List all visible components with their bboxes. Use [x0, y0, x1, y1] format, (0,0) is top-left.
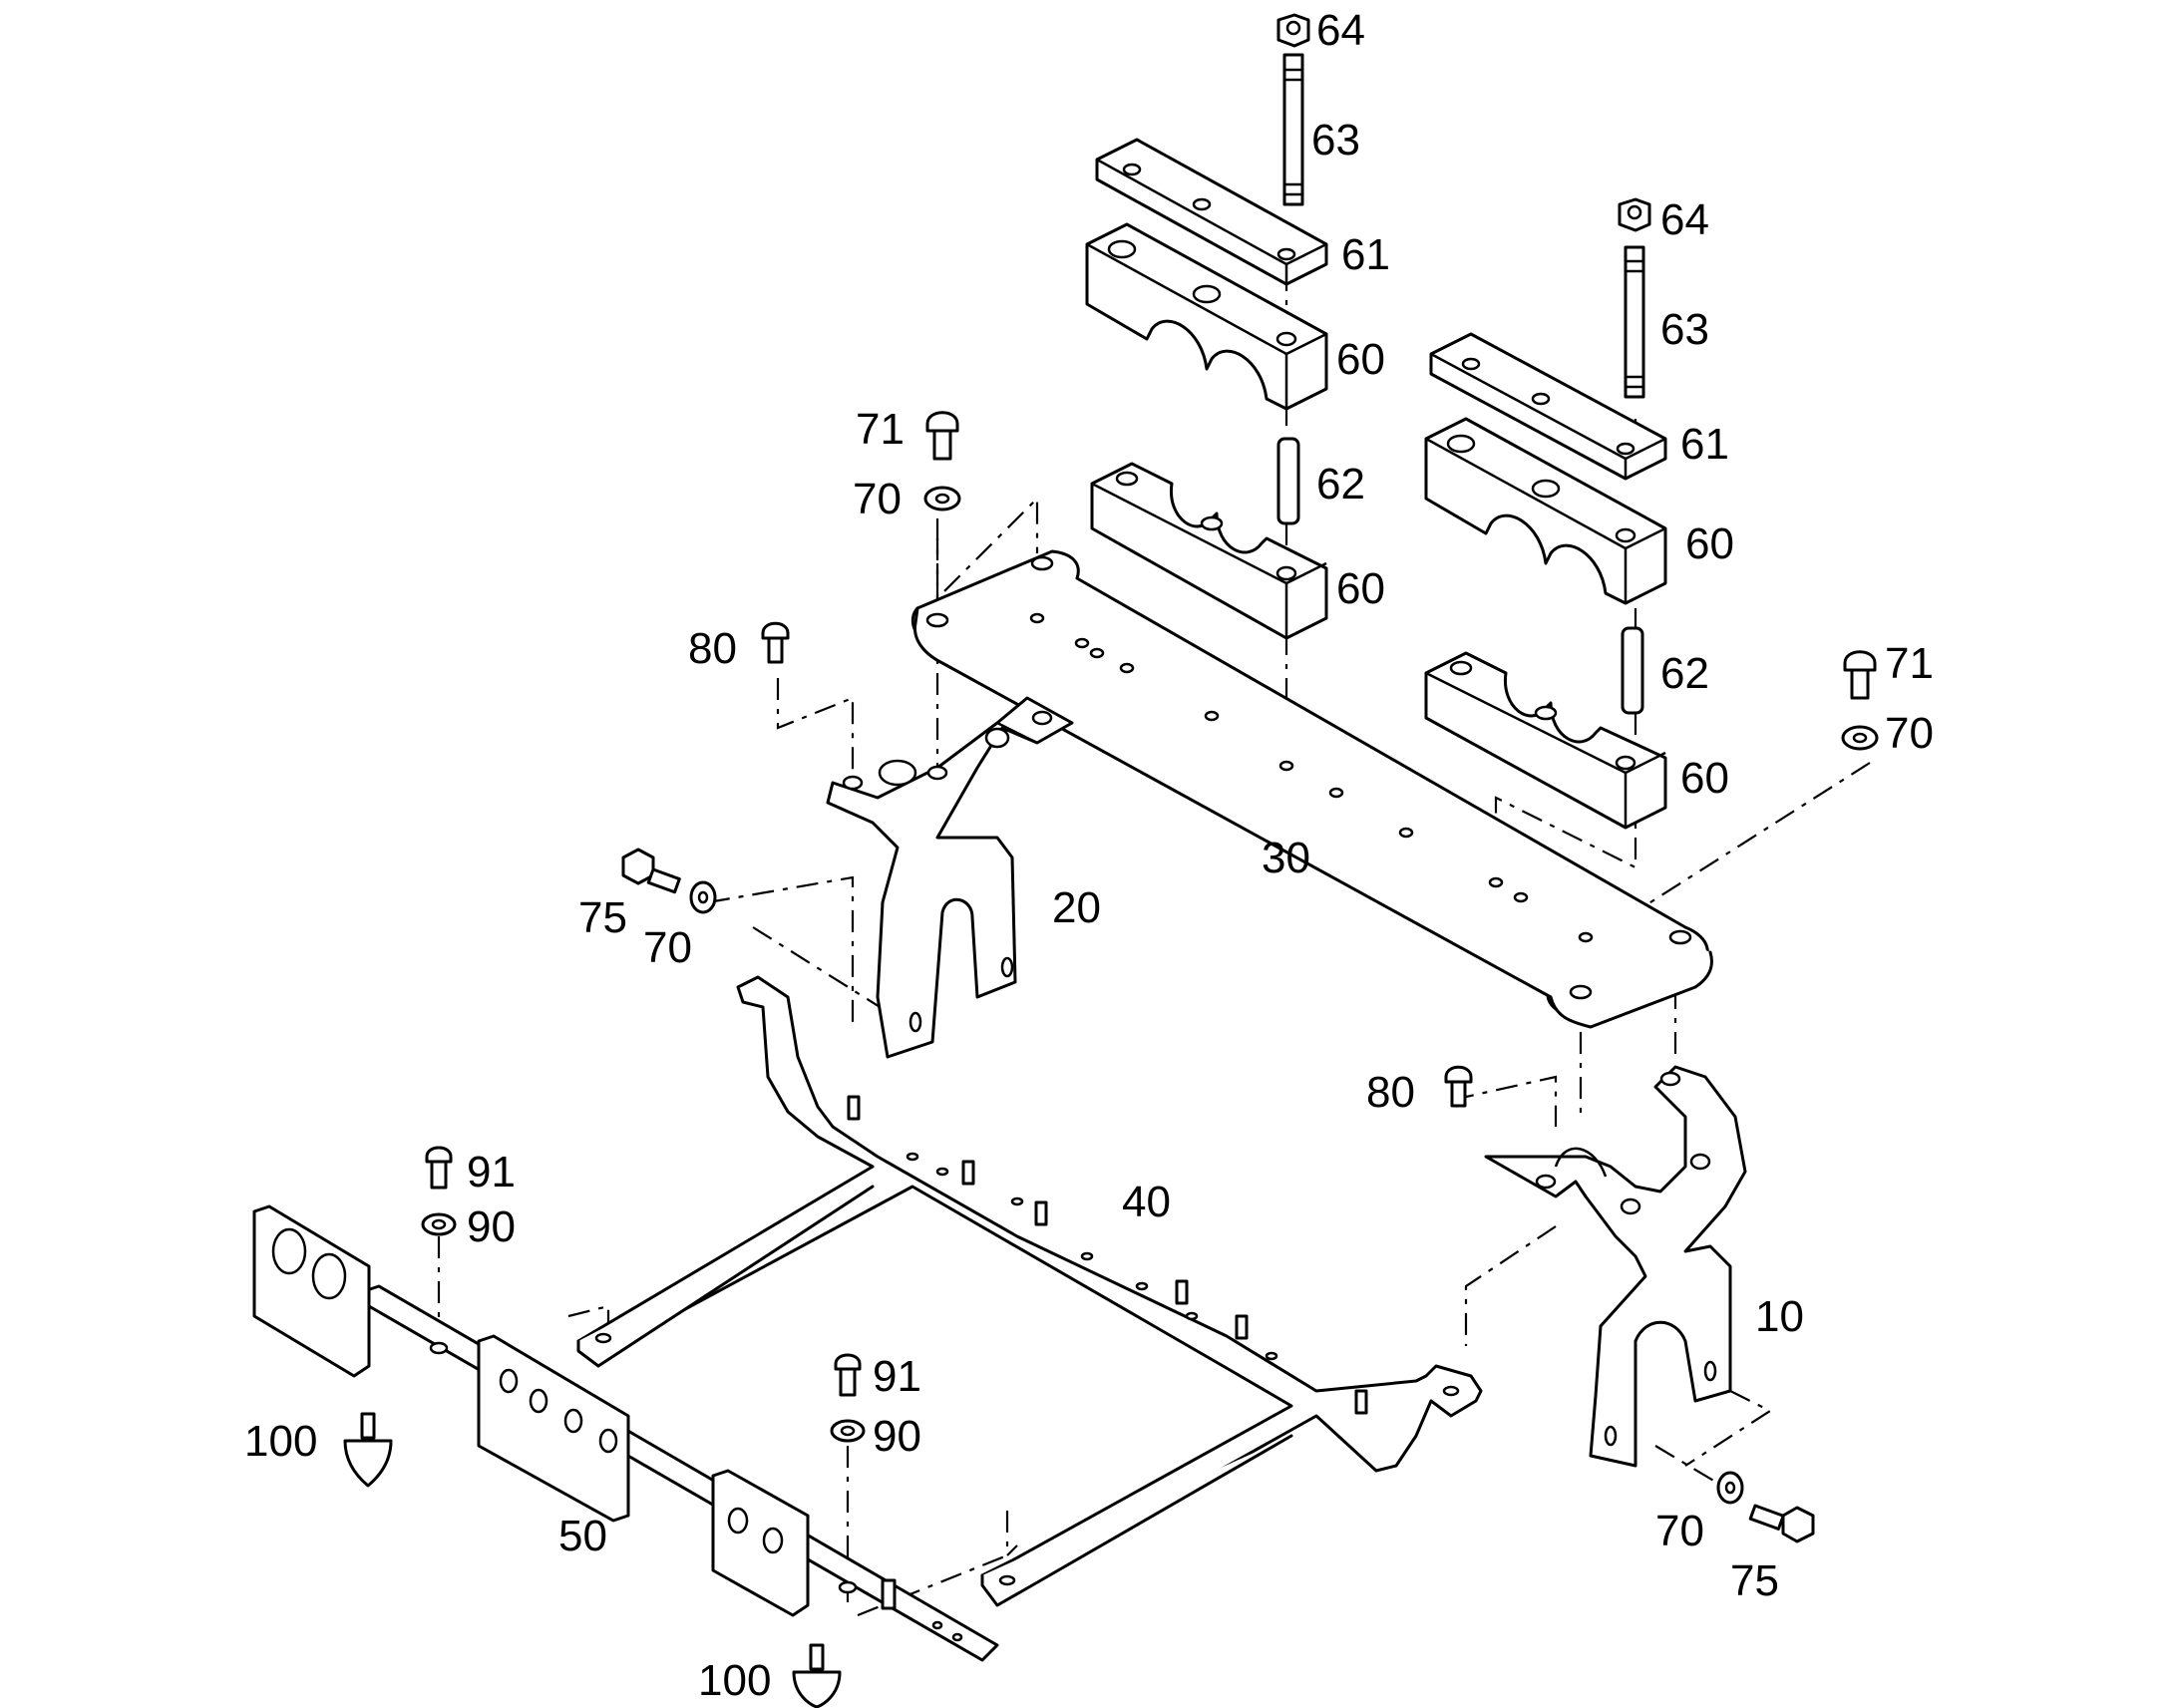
part-61-plate-left — [1095, 138, 1328, 286]
label-61-b: 61 — [1680, 420, 1729, 469]
part-50-bar — [252, 1204, 999, 1662]
part-91-bolt-center — [834, 1353, 862, 1397]
part-91-bolt-left — [425, 1146, 453, 1190]
part-63-stud-left — [1282, 53, 1304, 206]
part-40-frame — [576, 975, 1483, 1607]
label-70-c: 70 — [1885, 709, 1934, 758]
label-80-b: 80 — [1366, 1068, 1415, 1117]
part-70-washer-right — [1841, 725, 1879, 751]
clamp-set-left — [1085, 13, 1328, 640]
label-63-a: 63 — [1311, 116, 1360, 165]
part-80-bolt-right — [1444, 1065, 1473, 1108]
label-71-a: 71 — [856, 405, 905, 454]
label-90-a: 90 — [467, 1202, 516, 1251]
part-71-bolt-upper-left — [925, 411, 959, 461]
label-75-b: 75 — [1730, 1556, 1779, 1605]
part-30-crossbar — [910, 549, 1713, 1029]
part-20-bracket — [826, 696, 1074, 1059]
label-75-a: 75 — [578, 893, 627, 942]
label-30: 30 — [1262, 834, 1310, 882]
label-20: 20 — [1052, 883, 1101, 932]
callout-labels: 64 63 61 60 62 60 64 63 61 60 62 60 71 7… — [244, 6, 1934, 1705]
label-91-b: 91 — [873, 1352, 921, 1401]
part-70-washer-lower-right — [1716, 1471, 1744, 1505]
part-61-plate-right — [1429, 332, 1667, 481]
part-62-spacer-left — [1276, 437, 1300, 525]
label-60-d: 60 — [1680, 754, 1729, 803]
part-60-clamp-left-lower — [1090, 462, 1328, 640]
label-71-b: 71 — [1885, 639, 1934, 688]
label-70-b: 70 — [643, 923, 692, 972]
label-60-b: 60 — [1336, 564, 1385, 613]
part-100-bumper-left — [343, 1412, 393, 1488]
label-70-a: 70 — [853, 475, 902, 523]
label-62-a: 62 — [1316, 460, 1365, 509]
part-70-washer-left — [689, 880, 717, 914]
part-90-washer-center — [830, 1419, 866, 1443]
label-50: 50 — [558, 1512, 607, 1560]
part-60-clamp-left-upper — [1085, 222, 1328, 411]
label-80-a: 80 — [688, 624, 737, 673]
label-70-d: 70 — [1655, 1507, 1704, 1555]
part-10-bracket — [1484, 1065, 1747, 1468]
part-70-washer-upper-left — [923, 486, 961, 512]
label-100-a: 100 — [244, 1417, 317, 1466]
label-61-a: 61 — [1341, 230, 1390, 279]
label-40: 40 — [1122, 1178, 1171, 1226]
part-60-clamp-right-lower — [1424, 651, 1667, 830]
part-75-bolt-right — [1748, 1504, 1815, 1543]
label-64-a: 64 — [1316, 6, 1365, 55]
label-90-b: 90 — [873, 1412, 921, 1461]
label-60-a: 60 — [1336, 335, 1385, 384]
label-100-b: 100 — [698, 1656, 771, 1705]
part-64-nut-right — [1618, 197, 1651, 232]
part-75-bolt-left — [621, 848, 681, 894]
fasteners — [343, 411, 1879, 1708]
part-80-bolt-left — [761, 621, 790, 664]
part-71-bolt-right — [1843, 650, 1877, 700]
label-63-b: 63 — [1660, 305, 1709, 354]
part-60-clamp-right-upper — [1424, 417, 1667, 605]
part-100-bumper-center — [792, 1643, 842, 1708]
clamp-set-right — [1424, 197, 1667, 830]
label-91-a: 91 — [467, 1148, 516, 1196]
label-64-b: 64 — [1660, 195, 1709, 244]
part-90-washer-left — [421, 1212, 457, 1236]
part-63-stud-right — [1624, 245, 1645, 399]
label-62-b: 62 — [1660, 649, 1709, 698]
frame-studs — [847, 1095, 1368, 1415]
part-62-spacer-right — [1621, 626, 1644, 715]
label-10: 10 — [1755, 1292, 1804, 1341]
part-64-nut-left — [1276, 13, 1310, 48]
label-60-c: 60 — [1685, 519, 1734, 568]
